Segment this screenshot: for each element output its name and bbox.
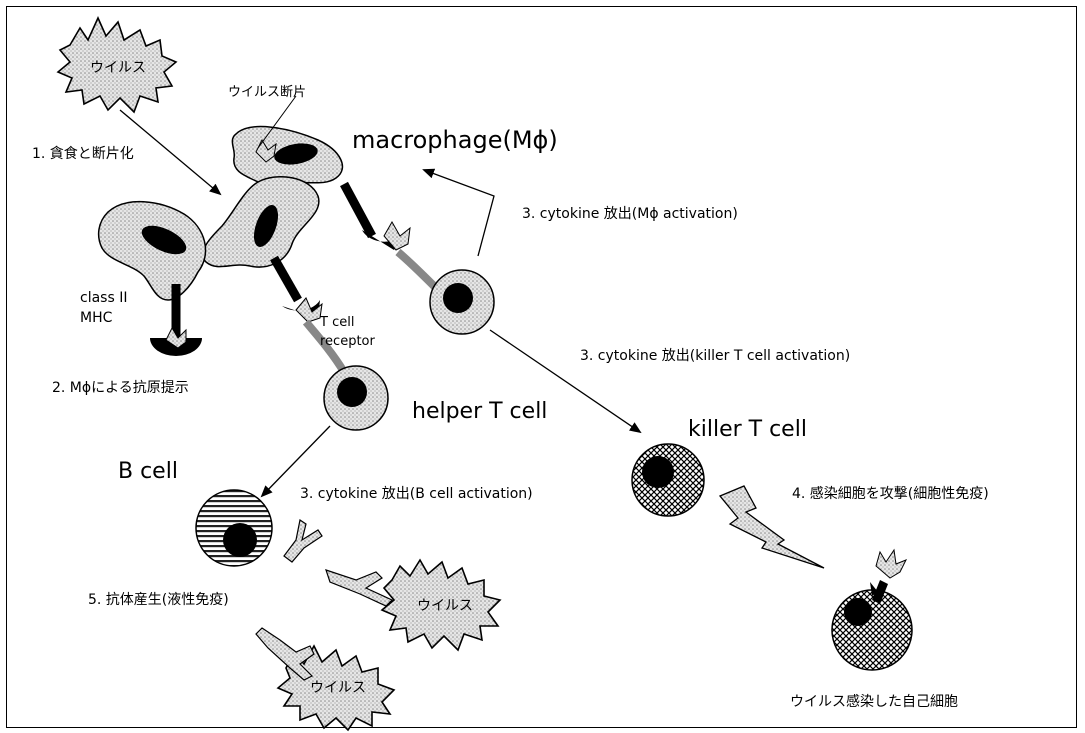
infected-cell-antigen-spike (876, 550, 906, 578)
tcell-receptor-stem-killer-activator (398, 252, 436, 288)
killer-t-cell (632, 444, 704, 516)
arrow-mphi-activation (424, 170, 494, 256)
virus-label-bottom: ウイルス (310, 680, 366, 696)
virus-label-mid: ウイルス (417, 598, 473, 614)
step5-label: 5. 抗体産生(液性免疫) (88, 592, 229, 608)
killer-t-cell-nucleus (642, 456, 674, 488)
activator-t-cell-nucleus (443, 283, 473, 313)
arrow-phagocytosis (120, 110, 220, 194)
class2-label-line2: MHC (80, 310, 113, 326)
macrophage-label: macrophage(Mϕ) (352, 126, 558, 154)
antigen-fragment-center (296, 298, 322, 322)
antibody-bound-mid (326, 570, 392, 606)
infected-self-label: ウイルス感染した自己細胞 (790, 693, 958, 710)
tcell-receptor-label-line2: receptor (320, 334, 376, 349)
macrophage-body-left (99, 202, 206, 300)
b-cell-label: B cell (118, 459, 178, 484)
b-cell-nucleus (223, 523, 257, 557)
antibody-free (284, 520, 322, 562)
step4-label: 4. 感染細胞を攻撃(細胞性免疫) (792, 485, 989, 502)
infected-self-cell (832, 550, 912, 670)
macrophage-cluster (99, 127, 410, 356)
helper-t-cell (324, 366, 388, 430)
step1-label: 1. 貪食と断片化 (32, 145, 134, 162)
virus-cluster-mid: ウイルス (382, 560, 500, 650)
antibody-bound-bottom (256, 628, 314, 680)
step3-mphi-label: 3. cytokine 放出(Mϕ activation) (522, 206, 738, 222)
step2-label: 2. Mϕによる抗原提示 (52, 380, 189, 396)
virus-label-top: ウイルス (90, 60, 146, 76)
virus-fragment-label: ウイルス断片 (228, 85, 306, 100)
killer-t-cell-label: killer T cell (688, 417, 807, 442)
virus-cluster-top: ウイルス (58, 18, 176, 112)
activator-t-cell (430, 270, 494, 334)
mhc-stem-center (274, 258, 298, 300)
step3-killer-label: 3. cytokine 放出(killer T cell activation) (580, 348, 850, 364)
class2-label-line1: class II (80, 290, 127, 306)
step3-b-label: 3. cytokine 放出(B cell activation) (300, 486, 533, 502)
infected-cell-body (832, 590, 912, 670)
tcell-receptor-label-line1: T cell (319, 315, 354, 330)
helper-t-cell-nucleus (337, 377, 367, 407)
mhc-stem-right (344, 184, 372, 236)
b-cell (196, 490, 272, 566)
infected-cell-nucleus (844, 598, 872, 626)
helper-t-cell-label: helper T cell (412, 399, 547, 424)
